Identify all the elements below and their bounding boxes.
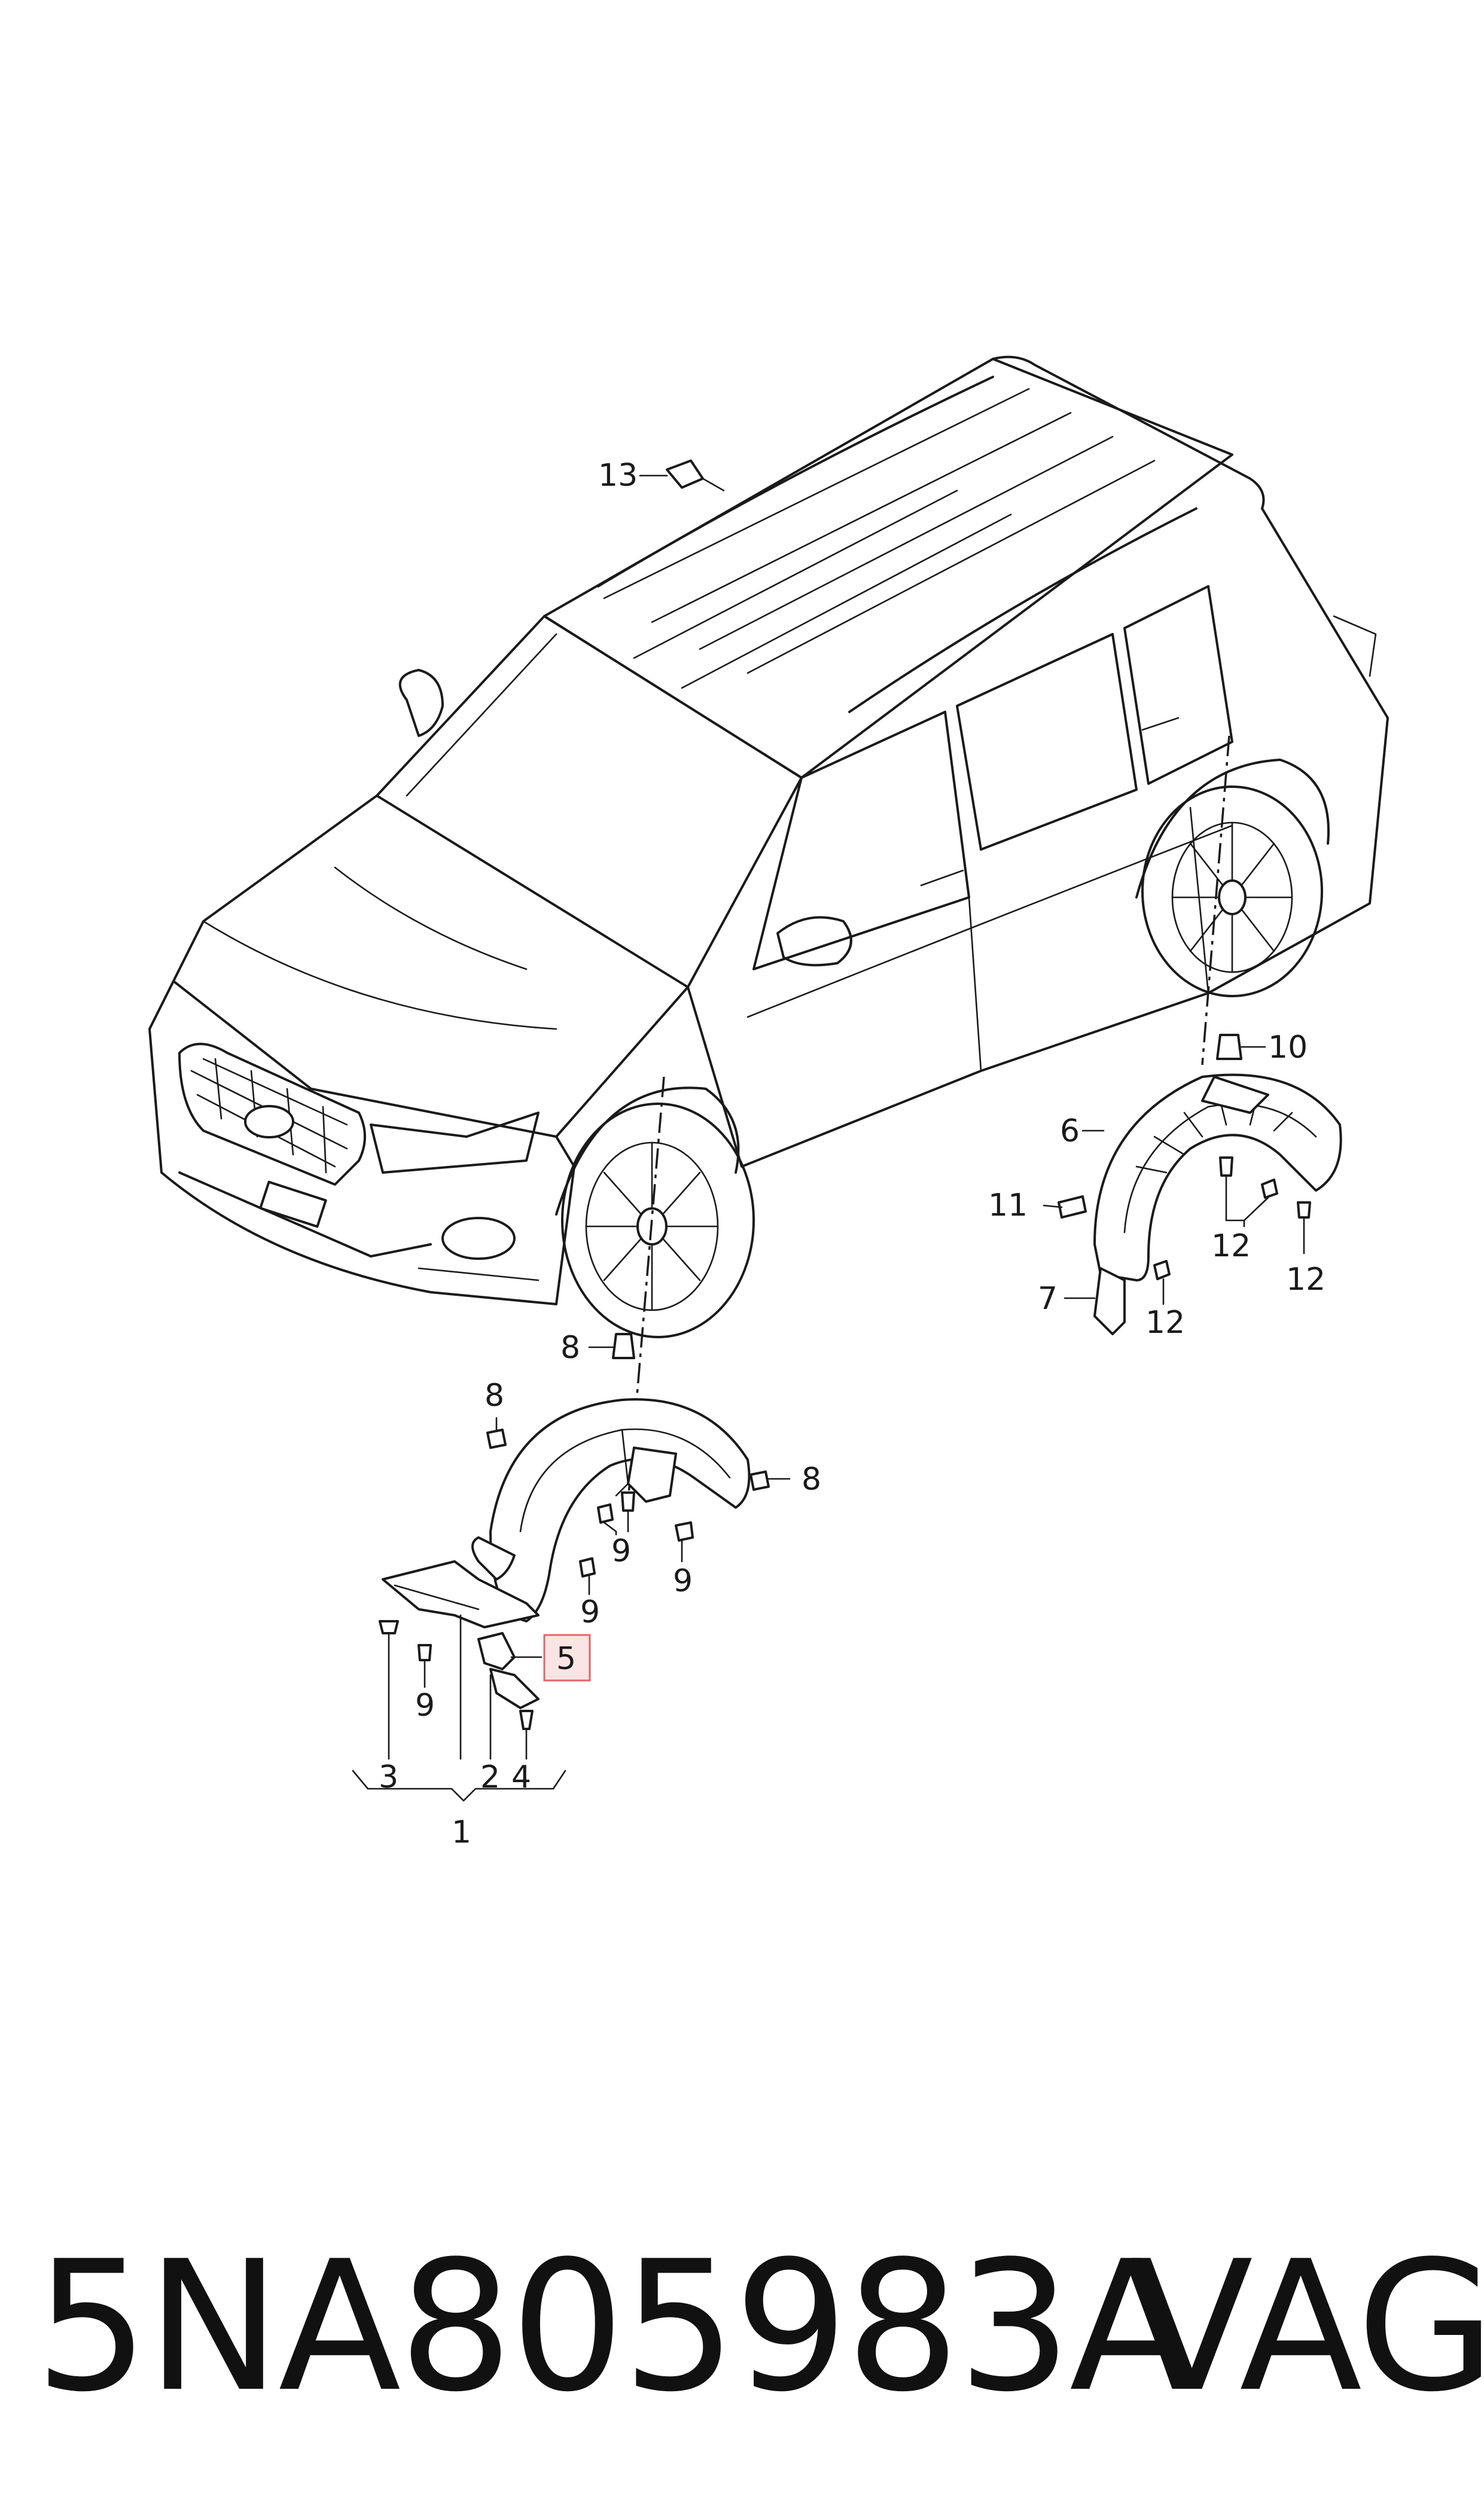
callout-12a: 12 xyxy=(1211,1228,1251,1264)
callout-5: 5 xyxy=(556,1641,576,1677)
callout-2: 2 xyxy=(480,1759,500,1795)
parts-diagram: 13 10 6 11 12 12 7 12 8 8 8 9 9 9 5 9 3 … xyxy=(148,355,1389,1850)
roof-clip-13 xyxy=(666,459,704,489)
callout-9d: 9 xyxy=(415,1688,435,1724)
callout-8b: 8 xyxy=(484,1378,504,1414)
callout-9a: 9 xyxy=(611,1533,631,1569)
callout-8c: 8 xyxy=(802,1462,821,1497)
callout-9c: 9 xyxy=(580,1594,600,1630)
callout-9b: 9 xyxy=(673,1563,693,1599)
callout-8a: 8 xyxy=(560,1330,580,1366)
callout-11: 11 xyxy=(988,1188,1028,1223)
callout-12b: 12 xyxy=(1286,1262,1325,1298)
rear-axis-line xyxy=(1201,735,1230,1065)
vehicle-illustration xyxy=(148,355,1389,1338)
front-wheel-liner xyxy=(352,1333,791,1802)
callout-6: 6 xyxy=(1060,1113,1080,1149)
callout-1: 1 xyxy=(452,1814,471,1850)
callout-7: 7 xyxy=(1038,1281,1058,1317)
callout-3: 3 xyxy=(379,1759,398,1795)
callout-10: 10 xyxy=(1268,1030,1308,1065)
callout-13: 13 xyxy=(598,458,638,494)
callout-labels: 13 10 6 11 12 12 7 12 8 8 8 9 9 9 5 9 3 … xyxy=(379,458,1325,1850)
callout-12c: 12 xyxy=(1145,1305,1185,1341)
rear-wheel-liner xyxy=(1043,1034,1342,1335)
callout-4: 4 xyxy=(511,1759,531,1795)
highlight-box-5 xyxy=(543,1634,591,1682)
brand-label: VAG xyxy=(1130,2222,1484,2431)
part-number: 5NA805983A xyxy=(35,2222,1192,2431)
